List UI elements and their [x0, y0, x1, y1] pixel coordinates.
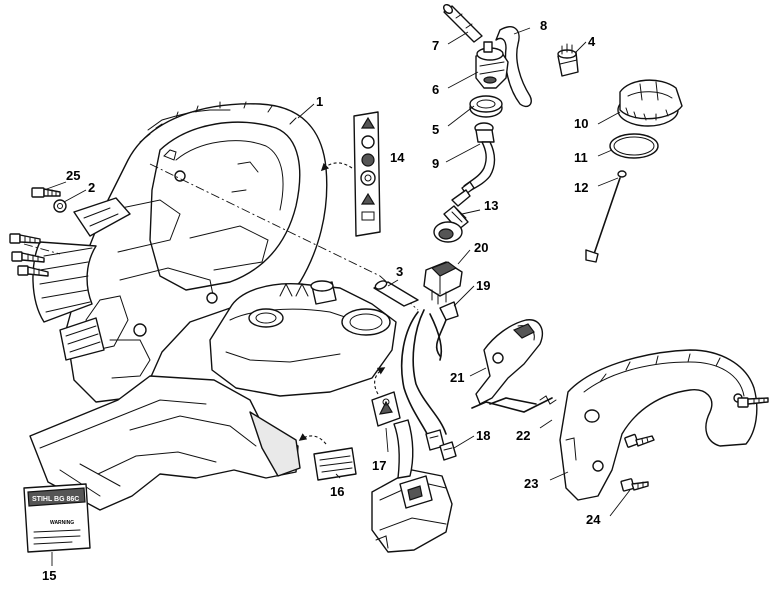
callout-17: 17 [372, 458, 386, 473]
throttle-trigger-21 [475, 319, 544, 405]
callout-11: 11 [574, 150, 588, 165]
decal-17-arrow [374, 367, 386, 395]
callout-14: 14 [390, 150, 405, 165]
decal-17 [371, 391, 401, 427]
callout-10: 10 [574, 116, 588, 131]
screw-left-3 [17, 265, 49, 277]
control-handle [371, 419, 453, 553]
product-decal-15: STIHL BG 86C WARNING [23, 483, 91, 553]
callout-numbers: 1 2 3 4 5 6 7 8 9 10 11 12 13 14 15 16 1… [42, 18, 601, 583]
callout-1: 1 [316, 94, 323, 109]
screw-left-1 [9, 233, 41, 244]
assembly-line-left [23, 243, 61, 255]
fuel-tank [209, 280, 397, 397]
o-ring-11 [609, 133, 659, 159]
callout-3: 3 [396, 264, 403, 279]
fitting-4 [557, 43, 579, 77]
callout-4: 4 [588, 34, 596, 49]
callout-20: 20 [474, 240, 488, 255]
screw-right [737, 397, 769, 408]
callout-6: 6 [432, 82, 439, 97]
screw-24-lower [620, 478, 649, 492]
screw-24-upper [624, 433, 655, 448]
carburetor-6 [475, 41, 509, 89]
wiring-harness [400, 309, 457, 461]
washer-2 [53, 199, 67, 213]
decal-16 [313, 447, 357, 481]
hose-7 [442, 3, 483, 43]
callout-19: 19 [476, 278, 490, 293]
pin-3 [373, 280, 419, 307]
screw-25 [31, 187, 61, 198]
callout-18: 18 [476, 428, 490, 443]
callout-24: 24 [586, 512, 601, 527]
callout-16: 16 [330, 484, 344, 499]
callout-22: 22 [516, 428, 530, 443]
decal-16-arrow [298, 433, 327, 445]
callout-9: 9 [432, 156, 439, 171]
callout-8: 8 [540, 18, 547, 33]
decal-brand-text: STIHL BG 86C [32, 496, 79, 503]
cap-cord-12 [585, 170, 627, 263]
callout-25: 25 [66, 168, 80, 183]
screw-left-2 [11, 251, 45, 263]
leader-lines [43, 27, 631, 566]
terminal-19 [435, 301, 459, 357]
decal-14-arrow [320, 162, 353, 172]
warning-decal-14 [353, 111, 381, 237]
fuel-cap-10 [617, 79, 683, 127]
callout-13: 13 [484, 198, 498, 213]
switch-20 [423, 261, 463, 305]
callout-15: 15 [42, 568, 56, 583]
intake-grille [32, 197, 131, 361]
grommet-5 [469, 95, 503, 118]
rear-handle-23 [559, 349, 758, 501]
callout-12: 12 [574, 180, 588, 195]
callout-21: 21 [450, 370, 464, 385]
blower-outlet [29, 375, 301, 511]
callout-5: 5 [432, 122, 439, 137]
fuel-filter-13 [433, 181, 475, 243]
callout-7: 7 [432, 38, 439, 53]
callout-2: 2 [88, 180, 95, 195]
fuel-pickup-9 [463, 122, 496, 193]
fuel-hose-8 [495, 26, 532, 108]
throttle-rod-22 [471, 395, 557, 413]
decal-small-text: WARNING [50, 520, 74, 526]
callout-23: 23 [524, 476, 538, 491]
